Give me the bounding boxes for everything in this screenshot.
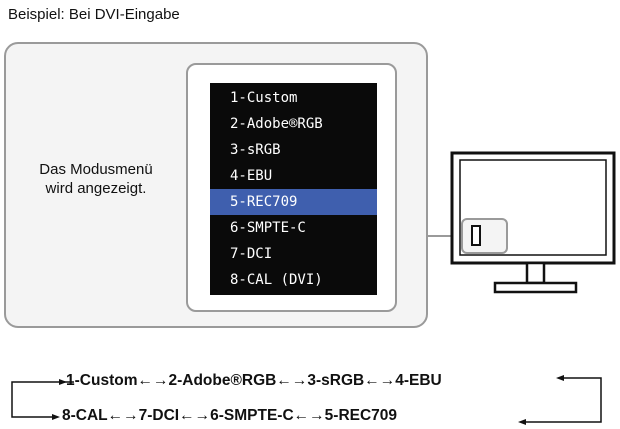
- flow-top-row: 1-Custom←→2-Adobe®RGB←→3-sRGB←→4-EBU: [66, 372, 442, 390]
- flow-step-adobergb: 2-Adobe®RGB: [168, 372, 277, 389]
- flow-step-srgb: 3-sRGB: [307, 372, 365, 389]
- mode-item-srgb[interactable]: 3-sRGB: [230, 142, 281, 158]
- flow-arrow: ←→: [137, 372, 169, 389]
- flow-step-custom: 1-Custom: [66, 372, 138, 389]
- monitor-icon: [450, 151, 616, 294]
- flow-arrow: ←→: [107, 407, 139, 424]
- mode-item-dci[interactable]: 7-DCI: [230, 246, 273, 262]
- description-text: Das Modusmenü wird angezeigt.: [14, 160, 178, 198]
- flow-arrow: ←→: [179, 407, 211, 424]
- flow-loop: [11, 375, 602, 425]
- flow-arrow: ←→: [364, 372, 396, 389]
- description-line-1: Das Modusmenü: [39, 161, 153, 178]
- flow-bottom-row: 8-CAL←→7-DCI←→6-SMPTE-C←→5-REC709: [62, 407, 397, 425]
- flow-step-rec709: 5-REC709: [324, 407, 398, 424]
- mode-item-ebu[interactable]: 4-EBU: [230, 168, 273, 184]
- flow-arrow: ←→: [276, 372, 308, 389]
- mode-item-rec709[interactable]: 5-REC709: [210, 189, 377, 215]
- flow-step-ebu: 4-EBU: [395, 372, 442, 389]
- mode-item-adobergb[interactable]: 2-Adobe®RGB: [230, 116, 323, 132]
- mode-item-cal-dvi[interactable]: 8-CAL (DVI): [230, 272, 323, 288]
- description-line-2: wird angezeigt.: [45, 180, 147, 197]
- flow-arrow: ←→: [293, 407, 325, 424]
- mode-item-custom[interactable]: 1-Custom: [230, 90, 298, 106]
- caption: Beispiel: Bei DVI-Eingabe: [8, 6, 180, 23]
- mode-menu: 1-Custom 2-Adobe®RGB 3-sRGB 4-EBU 5-REC7…: [210, 83, 377, 295]
- mode-item-smpte-c[interactable]: 6-SMPTE-C: [230, 220, 306, 236]
- flow-step-dci: 7-DCI: [138, 407, 180, 424]
- flow-step-cal: 8-CAL: [62, 407, 108, 424]
- flow-step-smpte-c: 6-SMPTE-C: [210, 407, 294, 424]
